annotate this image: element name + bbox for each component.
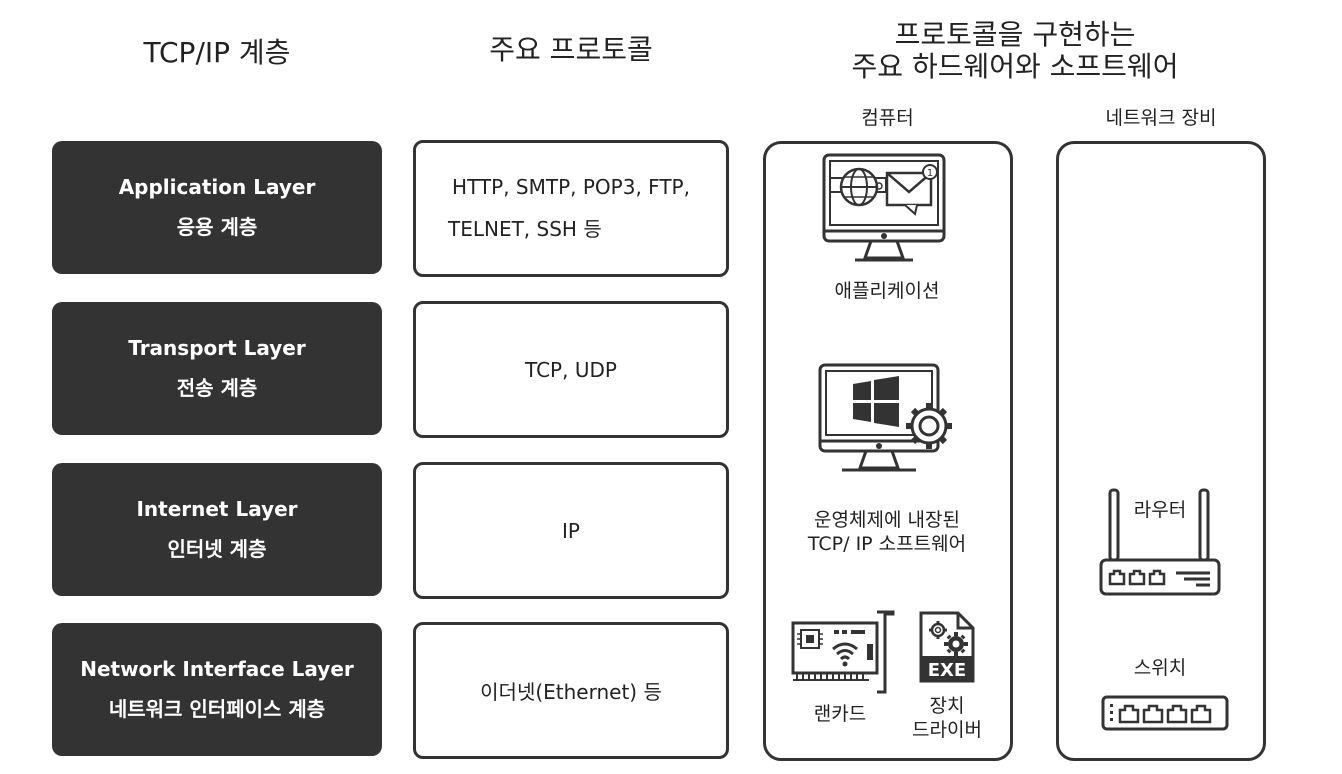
exe-badge-text: EXE xyxy=(928,660,966,681)
layer-network-interface-en: Network Interface Layer xyxy=(80,657,354,681)
subheader-network-equipment: 네트워크 장비 xyxy=(1105,107,1217,129)
mail-badge-count: 1 xyxy=(927,168,933,179)
protocols-network-interface: 이더넷(Ethernet) 등 xyxy=(413,622,729,759)
protocols-internet-line1: IP xyxy=(562,518,580,543)
monitor-web-mail-icon: 1 xyxy=(822,153,946,262)
layer-application-en: Application Layer xyxy=(118,175,316,199)
protocols-application: HTTP, SMTP, POP3, FTP, TELNET, SSH 등 xyxy=(413,140,729,277)
header-protocols: 주요 프로토콜 xyxy=(489,33,653,66)
label-application: 애플리케이션 xyxy=(834,280,940,302)
lan-card-icon xyxy=(791,610,895,694)
label-router: 라우터 xyxy=(1133,499,1187,521)
protocols-application-line1: HTTP, SMTP, POP3, FTP, xyxy=(452,175,690,199)
switch-icon xyxy=(1101,695,1229,731)
protocols-application-line2: TELNET, SSH 등 xyxy=(448,217,602,241)
monitor-windows-gear-icon xyxy=(818,363,952,472)
layer-transport: Transport Layer 전송 계층 xyxy=(52,302,382,435)
protocols-network-interface-line1: 이더넷(Ethernet) 등 xyxy=(480,680,662,704)
layer-transport-en: Transport Layer xyxy=(128,336,306,360)
layer-internet: Internet Layer 인터넷 계층 xyxy=(52,463,382,596)
layer-application-ko: 응용 계층 xyxy=(176,215,258,239)
label-driver-line1: 장치 xyxy=(929,695,965,717)
label-driver-line2: 드라이버 xyxy=(912,719,982,741)
label-lan-card: 랜카드 xyxy=(813,703,867,725)
label-os-line2: TCP/ IP 소프트웨어 xyxy=(807,533,967,555)
layer-internet-en: Internet Layer xyxy=(136,497,298,521)
header-implementation-line1: 프로토콜을 구현하는 xyxy=(894,18,1136,51)
exe-file-icon: EXE xyxy=(919,611,975,683)
layer-application: Application Layer 응용 계층 xyxy=(52,141,382,274)
label-switch: 스위치 xyxy=(1133,657,1187,679)
router-icon xyxy=(1099,488,1221,596)
layer-network-interface: Network Interface Layer 네트워크 인터페이스 계층 xyxy=(52,623,382,756)
label-os-line1: 운영체제에 내장된 xyxy=(814,509,960,531)
protocols-internet: IP xyxy=(413,462,729,599)
network-equipment-panel xyxy=(1056,141,1266,761)
protocols-transport: TCP, UDP xyxy=(413,301,729,438)
header-layers: TCP/IP 계층 xyxy=(143,36,291,69)
protocols-transport-line1: TCP, UDP xyxy=(525,357,617,382)
header-implementation-line2: 주요 하드웨어와 소프트웨어 xyxy=(851,50,1179,83)
layer-transport-ko: 전송 계층 xyxy=(176,376,258,400)
layer-network-interface-ko: 네트워크 인터페이스 계층 xyxy=(108,697,326,721)
layer-internet-ko: 인터넷 계층 xyxy=(167,537,267,561)
subheader-computer: 컴퓨터 xyxy=(861,107,914,129)
